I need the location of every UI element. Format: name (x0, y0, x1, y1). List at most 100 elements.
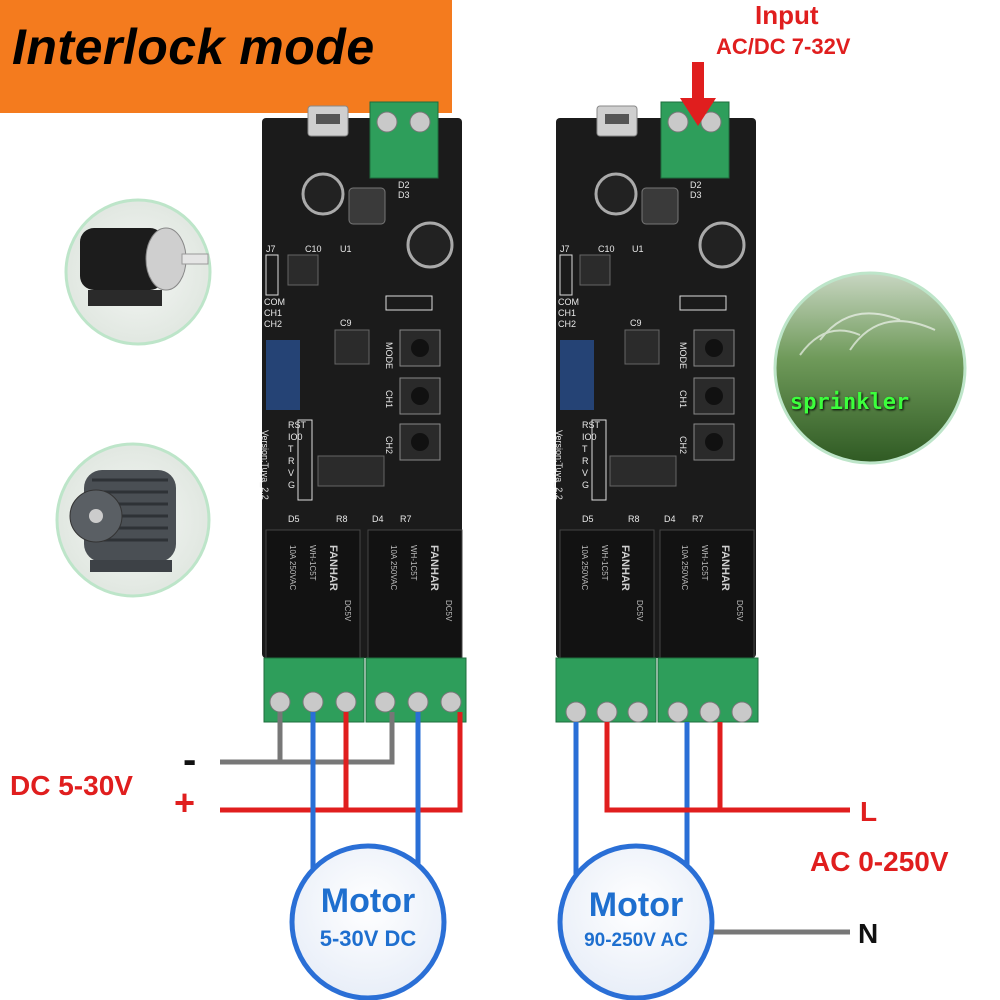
left-serial-g: G (288, 480, 295, 490)
input-title: Input (755, 0, 819, 30)
left-ch2-button-cap (411, 433, 429, 451)
right-serial-r: R (582, 456, 589, 466)
motor-ac-circle (557, 843, 715, 1000)
right-relay-1-voltage: DC5V (635, 600, 644, 622)
right-relay-1-rating: 10A 250VAC (580, 545, 589, 590)
right-j7-label: J7 (560, 244, 570, 254)
dc-motor-photo (64, 198, 212, 346)
right-u1-label: U1 (632, 244, 644, 254)
ac-line-label: L (860, 796, 878, 827)
motor-ac-spec: 90-250V AC (584, 930, 688, 951)
right-relay-1 (559, 529, 655, 659)
right-terminal-screw-5 (699, 701, 721, 723)
right-ch1-pin-label: CH1 (558, 308, 576, 318)
left-input-screw-1 (376, 111, 398, 133)
left-neg-wire-2 (280, 712, 395, 765)
left-d3-label: D3 (398, 190, 410, 200)
page-title: Interlock mode (12, 19, 375, 75)
right-ch2-label: CH2 (678, 436, 688, 454)
left-inductor (348, 187, 386, 225)
left-ch2-button (399, 423, 441, 461)
right-ch1-label: CH1 (678, 390, 688, 408)
left-ch2-label: CH2 (384, 436, 394, 454)
right-capacitor-1 (594, 172, 638, 216)
left-relay-2-model: WH-1C5T (409, 545, 418, 581)
left-version-label: Version:Tuya_2.2 (260, 430, 270, 500)
right-terminal-screw-6 (731, 701, 753, 723)
left-relay-1-voltage: DC5V (343, 600, 352, 622)
dc-motor-shaft (181, 253, 209, 265)
left-terminal-screw-2 (302, 691, 324, 713)
left-serial-t: T (288, 444, 294, 454)
left-input-terminal (369, 101, 439, 179)
left-mcu-chip (334, 329, 370, 365)
right-terminal-screw-2 (596, 701, 618, 723)
right-relay-1-brand: FANHAR (619, 545, 631, 591)
right-com-label: COM (558, 297, 579, 307)
right-ch2-button-cap (705, 433, 723, 451)
left-c10-label: C10 (305, 244, 322, 254)
left-terminal-screw-5 (407, 691, 429, 713)
right-led-header (679, 295, 727, 311)
dc-motor-body (80, 228, 164, 290)
right-usb-slot (605, 114, 629, 124)
left-serial-rst: RST (288, 420, 307, 430)
right-relay-2-model: WH-1C5T (700, 545, 709, 581)
right-ch2-pin-label: CH2 (558, 319, 576, 329)
right-serial-t: T (582, 444, 588, 454)
left-relay-2-brand: FANHAR (428, 545, 440, 591)
right-d2-label: D2 (690, 180, 702, 190)
left-antenna (266, 340, 300, 410)
left-ch1-button-cap (411, 387, 429, 405)
right-input-screw-1 (667, 111, 689, 133)
ac-motor-feet (90, 560, 172, 572)
left-relay-2-voltage: DC5V (444, 600, 453, 622)
input-arrow-shaft (692, 62, 704, 102)
left-terminal-screw-4 (374, 691, 396, 713)
right-line-wire-1 (604, 722, 850, 813)
input-arrow (680, 62, 716, 126)
left-serial-header (297, 419, 313, 501)
right-pin-header (559, 254, 573, 296)
left-relay-1-rating: 10A 250VAC (288, 545, 297, 590)
motor-dc-circle (289, 843, 447, 1000)
left-serial-r: R (288, 456, 295, 466)
right-terminal-screw-1 (565, 701, 587, 723)
left-terminal-screw-3 (335, 691, 357, 713)
left-relay-1-brand: FANHAR (327, 545, 339, 591)
left-terminal-screw-6 (440, 691, 462, 713)
right-serial-v: V (582, 468, 588, 478)
left-ch1-label: CH1 (384, 390, 394, 408)
left-relay-1-model: WH-1C5T (308, 545, 317, 581)
left-d2-label: D2 (398, 180, 410, 190)
right-r8-label: R8 (628, 514, 640, 524)
right-version-label: Version:Tuya_2.2 (554, 430, 564, 500)
right-mode-label: MODE (678, 342, 688, 369)
right-serial-rst: RST (582, 420, 601, 430)
ac-range-label: AC 0-250V (810, 846, 949, 877)
right-mcu-chip (624, 329, 660, 365)
right-serial-header (591, 419, 607, 501)
left-com-label: COM (264, 297, 285, 307)
right-c10-label: C10 (598, 244, 615, 254)
left-driver-chip (317, 455, 385, 487)
left-r7-label: R7 (400, 514, 412, 524)
motor-dc-spec: 5-30V DC (320, 926, 417, 951)
input-arrow-head (680, 98, 716, 126)
motor-ac-name: Motor (589, 886, 683, 924)
dc-motor-base (88, 290, 162, 306)
left-usb-slot (316, 114, 340, 124)
left-mode-label: MODE (384, 342, 394, 369)
left-c9-label: C9 (340, 318, 352, 328)
motor-ac: Motor 90-250V AC (557, 843, 715, 1000)
dc-supply-label: DC 5-30V (10, 770, 133, 801)
left-relay-1 (265, 529, 361, 659)
dc-minus-symbol: - (183, 738, 197, 782)
right-terminal-screw-3 (627, 701, 649, 723)
left-capacitor-2 (406, 221, 454, 269)
right-serial-io0: IO0 (582, 432, 597, 442)
sprinkler-photo (773, 271, 967, 465)
left-mode-button-cap (411, 339, 429, 357)
right-antenna (560, 340, 594, 410)
